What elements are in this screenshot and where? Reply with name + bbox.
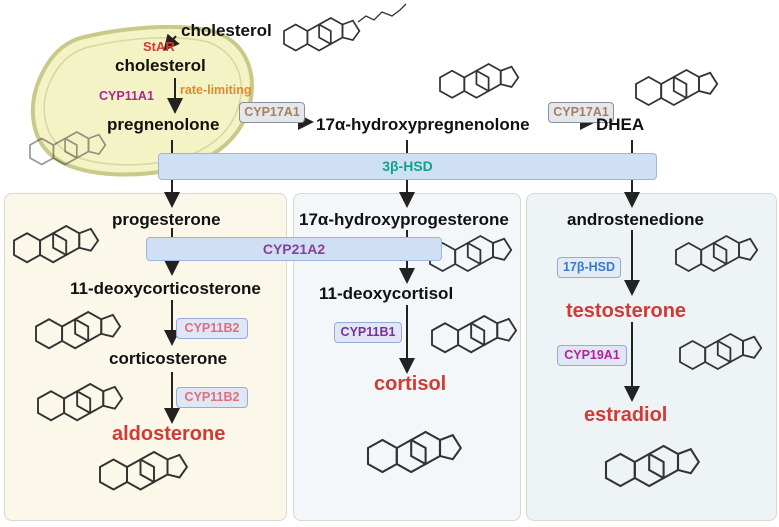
hydroxyprogesterone-label: 17α-hydroxyprogesterone — [299, 210, 509, 229]
cholesterol-mito-label: cholesterol — [115, 56, 206, 75]
rate-limiting-label: rate-limiting — [180, 83, 252, 97]
pregnenolone-label: pregnenolone — [107, 115, 220, 134]
hydroxypregnenolone-label: 17α-hydroxypregnenolone — [316, 115, 530, 134]
androstenedione-label: androstenedione — [567, 210, 704, 229]
progesterone-label: progesterone — [112, 210, 221, 229]
estradiol-label: estradiol — [584, 404, 668, 426]
cyp11b1-enzyme: CYP11B1 — [334, 322, 402, 343]
cholesterol-label: cholesterol — [181, 21, 272, 40]
hsd17b-enzyme: 17β-HSD — [557, 257, 621, 278]
cyp11a1-enzyme: CYP11A1 — [99, 89, 154, 103]
dhea-label: DHEA — [596, 115, 645, 134]
cyp17a1-enzyme-right: CYP17A1 — [548, 102, 614, 123]
cortisol-label: cortisol — [374, 373, 447, 395]
hsd3b-enzyme-bar: 3β-HSD — [158, 153, 657, 180]
cyp11b2-enzyme-b: CYP11B2 — [176, 387, 248, 408]
deoxycorticosterone-label: 11-deoxycorticosterone — [70, 279, 261, 298]
aldosterone-label: aldosterone — [112, 423, 226, 445]
cyp21a2-label: CYP21A2 — [262, 241, 326, 257]
cyp19a1-enzyme: CYP19A1 — [557, 345, 627, 366]
testosterone-label: testosterone — [566, 300, 687, 322]
deoxycortisol-label: 11-deoxycortisol — [319, 284, 454, 303]
cyp11b2-enzyme-a: CYP11B2 — [176, 318, 248, 339]
hsd3b-label: 3β-HSD — [382, 158, 433, 174]
star-label: StAR — [143, 39, 175, 54]
cyp21a2-enzyme-bar: CYP21A2 — [146, 237, 442, 261]
cyp17a1-enzyme-left: CYP17A1 — [239, 102, 305, 123]
corticosterone-label: corticosterone — [109, 349, 228, 368]
